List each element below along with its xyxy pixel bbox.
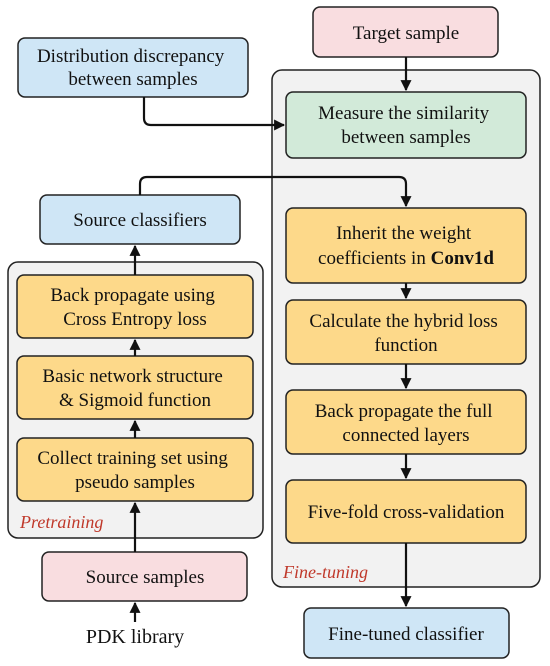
finetuning-label: Fine-tuning xyxy=(282,562,368,582)
arrow-sourceclassifiers-to-inherit xyxy=(138,175,412,208)
distribution-discrepancy-text: Distribution discrepancy between samples xyxy=(37,46,229,90)
conv1d-label: Conv1d xyxy=(431,248,495,269)
inherit-weights-text: Inherit the weight coefficients in Conv1… xyxy=(318,223,494,269)
target-sample-text: Target sample xyxy=(353,23,459,44)
back-propagate-fc-text: Back propagate the full connected layers xyxy=(315,401,498,446)
finetuned-classifier-box xyxy=(303,607,510,659)
measure-similarity-text: Measure the similarity between samples xyxy=(318,103,494,148)
pretraining-label: Pretraining xyxy=(19,512,103,532)
pdk-library-label: PDK library xyxy=(86,626,184,648)
hybrid-loss-text: Calculate the hybrid loss function xyxy=(309,311,502,356)
source-samples-text: Source samples xyxy=(86,567,205,588)
arrow-discrepancy-to-measure xyxy=(142,97,286,131)
basic-network-text: Basic network structure & Sigmoid functi… xyxy=(42,366,227,411)
measure-similarity-box xyxy=(285,91,527,159)
source-classifiers-text: Source classifiers xyxy=(73,210,206,231)
finetuned-classifier-text: Fine-tuned classifier xyxy=(328,624,484,645)
five-fold-text: Five-fold cross-validation xyxy=(308,502,505,523)
back-propagate-ce-text: Back propagate using Cross Entropy loss xyxy=(50,285,219,330)
source-samples-box xyxy=(41,551,248,602)
inherit-weights-box xyxy=(285,207,527,284)
collect-training-text: Collect training set using pseudo sample… xyxy=(37,448,232,493)
distribution-discrepancy-box xyxy=(17,37,249,98)
inherit-weights-line2: coefficients in xyxy=(318,248,431,269)
